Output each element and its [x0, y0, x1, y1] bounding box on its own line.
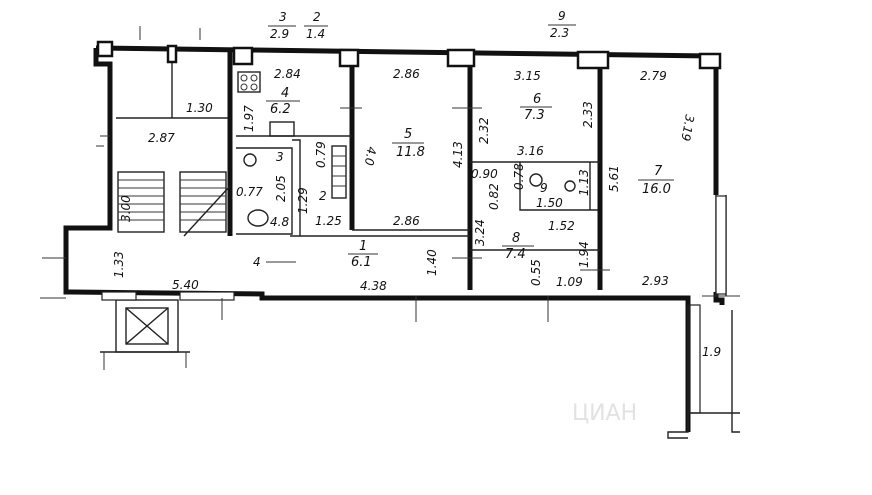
room-4-area: 6.2 [270, 102, 291, 117]
dim-1-29: 1.29 [296, 187, 310, 214]
label-top-2: 2 [313, 10, 321, 24]
watermark: ЦИАН [572, 401, 637, 426]
room-6-area: 7.3 [524, 108, 545, 123]
room-5-number: 5 [404, 127, 412, 142]
dim-4-38: 4.38 [360, 279, 387, 293]
dim-0-55: 0.55 [529, 259, 543, 286]
dim-3-00: 3.00 [119, 195, 133, 222]
dim-0-77: 0.77 [236, 185, 263, 199]
dim-1-97: 1.97 [242, 105, 256, 132]
dimension-lines [40, 26, 740, 370]
label-top-2-3: 2.3 [550, 26, 569, 40]
labels: 3 2.9 2 1.4 9 2.3 2.84 2.86 3.15 2.79 1.… [112, 9, 721, 426]
label-top-2-9: 2.9 [270, 27, 289, 41]
dim-1-25: 1.25 [315, 214, 342, 228]
interior-walls [116, 50, 603, 290]
dim-2-86-mid: 2.86 [393, 214, 420, 228]
dim-1-94: 1.94 [577, 241, 591, 268]
staircase [117, 171, 231, 237]
dim-2-93: 2.93 [642, 274, 669, 288]
balcony [667, 195, 740, 439]
dim-1-33: 1.33 [112, 251, 126, 278]
dim-0-90: 0.90 [471, 167, 498, 181]
dim-4-8: 4.8 [270, 215, 289, 229]
dim-1-13: 1.13 [577, 169, 591, 196]
dim-4-left: 4 [253, 255, 261, 269]
dim-4-0: 4.0 [362, 145, 379, 167]
dim-1-50: 1.50 [536, 196, 563, 210]
room-6-number: 6 [533, 92, 541, 107]
label-top-9: 9 [558, 9, 566, 23]
window-columns [96, 40, 722, 70]
room-1-number: 1 [359, 239, 367, 254]
dim-2-84: 2.84 [274, 67, 301, 81]
dim-4-13: 4.13 [451, 141, 465, 168]
dim-3-16: 3.16 [517, 144, 544, 158]
dim-3-15: 3.15 [514, 69, 541, 83]
dim-2-05: 2.05 [274, 175, 288, 202]
room-7-number: 7 [654, 164, 663, 179]
dim-3-19: 3.19 [678, 113, 696, 142]
room-8-area: 7.4 [505, 247, 526, 262]
dim-1-52: 1.52 [548, 219, 575, 233]
room-3-number: 3 [276, 150, 284, 164]
label-top-1-4: 1.4 [306, 27, 325, 41]
dim-1-30: 1.30 [186, 101, 213, 115]
room-1-area: 6.1 [351, 255, 372, 270]
dim-5-40: 5.40 [172, 278, 199, 292]
dim-1-09: 1.09 [556, 275, 583, 289]
dim-1-9: 1.9 [702, 345, 721, 359]
dim-1-40: 1.40 [425, 249, 439, 276]
room-8-number: 8 [512, 231, 520, 246]
dim-0-82: 0.82 [487, 183, 501, 210]
outer-walls [63, 45, 725, 432]
dim-2-87: 2.87 [148, 131, 175, 145]
dim-2-79: 2.79 [640, 69, 667, 83]
room-5-area: 11.8 [396, 145, 425, 160]
room-2-number: 2 [319, 189, 327, 203]
fixtures [237, 71, 576, 227]
dim-2-32: 2.32 [477, 117, 491, 144]
label-top-3: 3 [279, 10, 287, 24]
dim-3-24: 3.24 [473, 219, 487, 246]
dim-5-61: 5.61 [607, 165, 621, 192]
dim-2-86-top: 2.86 [393, 67, 420, 81]
dim-0-79: 0.79 [314, 141, 328, 168]
room-9-number: 9 [540, 181, 548, 195]
elevator [100, 291, 235, 353]
room-4-number: 4 [281, 86, 289, 101]
dim-0-78: 0.78 [512, 163, 526, 190]
dim-2-33: 2.33 [581, 101, 595, 128]
room-7-area: 16.0 [642, 182, 671, 197]
